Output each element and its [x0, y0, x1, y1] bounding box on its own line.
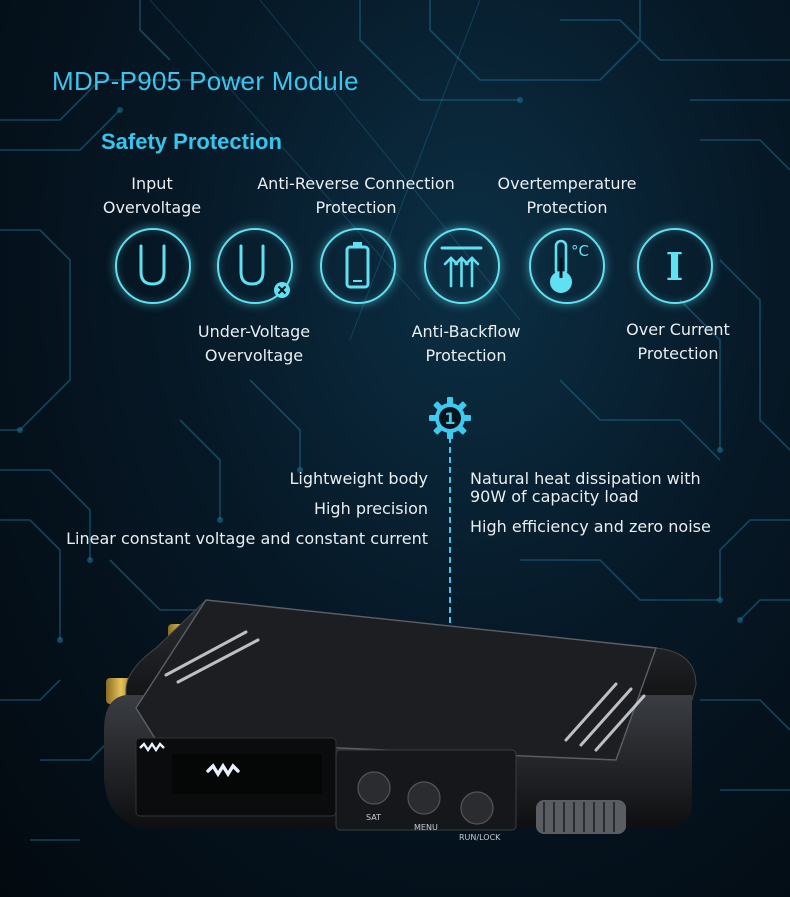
- current-symbol: I: [666, 244, 684, 289]
- feature-linear-cv-cc: Linear constant voltage and constant cur…: [66, 529, 428, 548]
- sat-label: SAT: [366, 813, 381, 822]
- label-overtemperature: Overtemperature Protection: [497, 174, 637, 217]
- dashed-connector: [449, 437, 451, 623]
- run-lock-button[interactable]: [460, 791, 494, 825]
- run-lock-label: RUN/LOCK: [459, 833, 501, 842]
- thermometer-icon: °C: [529, 228, 605, 304]
- brand-logo: [139, 741, 165, 753]
- brand-logo-display: [206, 762, 240, 778]
- feature-lightweight: Lightweight body: [289, 469, 428, 488]
- rotary-knob[interactable]: [536, 800, 626, 834]
- power-module-device: SAT MENU RUN/LOCK: [104, 599, 697, 842]
- label-anti-backflow: Anti-Backflow Protection: [411, 322, 521, 365]
- label-input-overvoltage: Input Overvoltage: [102, 174, 202, 217]
- page-title: MDP-P905 Power Module: [52, 66, 359, 96]
- up-arrows-icon: [424, 228, 500, 304]
- u-voltage-icon: [115, 228, 191, 304]
- section-title: Safety Protection: [101, 129, 282, 154]
- label-over-current: Over Current Protection: [626, 320, 730, 363]
- u-undervoltage-x-icon: [217, 228, 293, 304]
- battery-icon: [320, 228, 396, 304]
- current-i-icon: I: [637, 228, 713, 304]
- celsius-symbol: °C: [571, 242, 589, 260]
- gear-number-icon: 1: [429, 397, 471, 439]
- menu-button[interactable]: [407, 781, 441, 815]
- menu-label: MENU: [414, 823, 438, 832]
- feature-capacity-load: 90W of capacity load: [470, 487, 639, 506]
- marker-number: 1: [444, 409, 455, 428]
- label-anti-reverse: Anti-Reverse Connection Protection: [257, 174, 455, 217]
- feature-precision: High precision: [313, 499, 428, 518]
- feature-heat-dissipation: Natural heat dissipation with: [470, 469, 701, 488]
- feature-efficiency: High efficiency and zero noise: [470, 517, 711, 536]
- label-under-voltage: Under-Voltage Overvoltage: [197, 322, 311, 365]
- sat-button[interactable]: [357, 771, 391, 805]
